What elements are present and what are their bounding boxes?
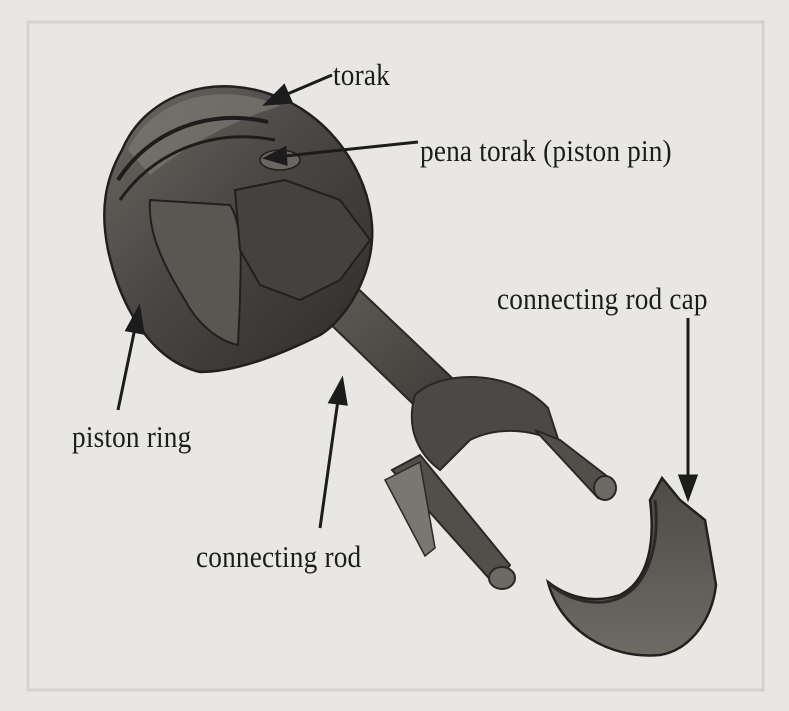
- label-connecting-rod-cap: connecting rod cap: [497, 282, 708, 316]
- rod-bolt-left-tip: [489, 567, 515, 589]
- arrow-ring-line: [118, 328, 135, 410]
- arrow-torak-line: [285, 75, 332, 95]
- label-torak: torak: [333, 58, 390, 92]
- connecting-rod-big-end: [412, 377, 560, 470]
- arrow-cap-head: [680, 476, 696, 498]
- label-piston-pin: pena torak (piston pin): [420, 134, 672, 168]
- arrow-rod-head: [330, 380, 346, 404]
- label-piston-ring: piston ring: [72, 420, 191, 454]
- connecting-rod-cap: [548, 478, 716, 656]
- rod-bolt-right-tip: [594, 476, 616, 500]
- arrow-rod-line: [320, 400, 338, 528]
- label-connecting-rod: connecting rod: [196, 540, 361, 574]
